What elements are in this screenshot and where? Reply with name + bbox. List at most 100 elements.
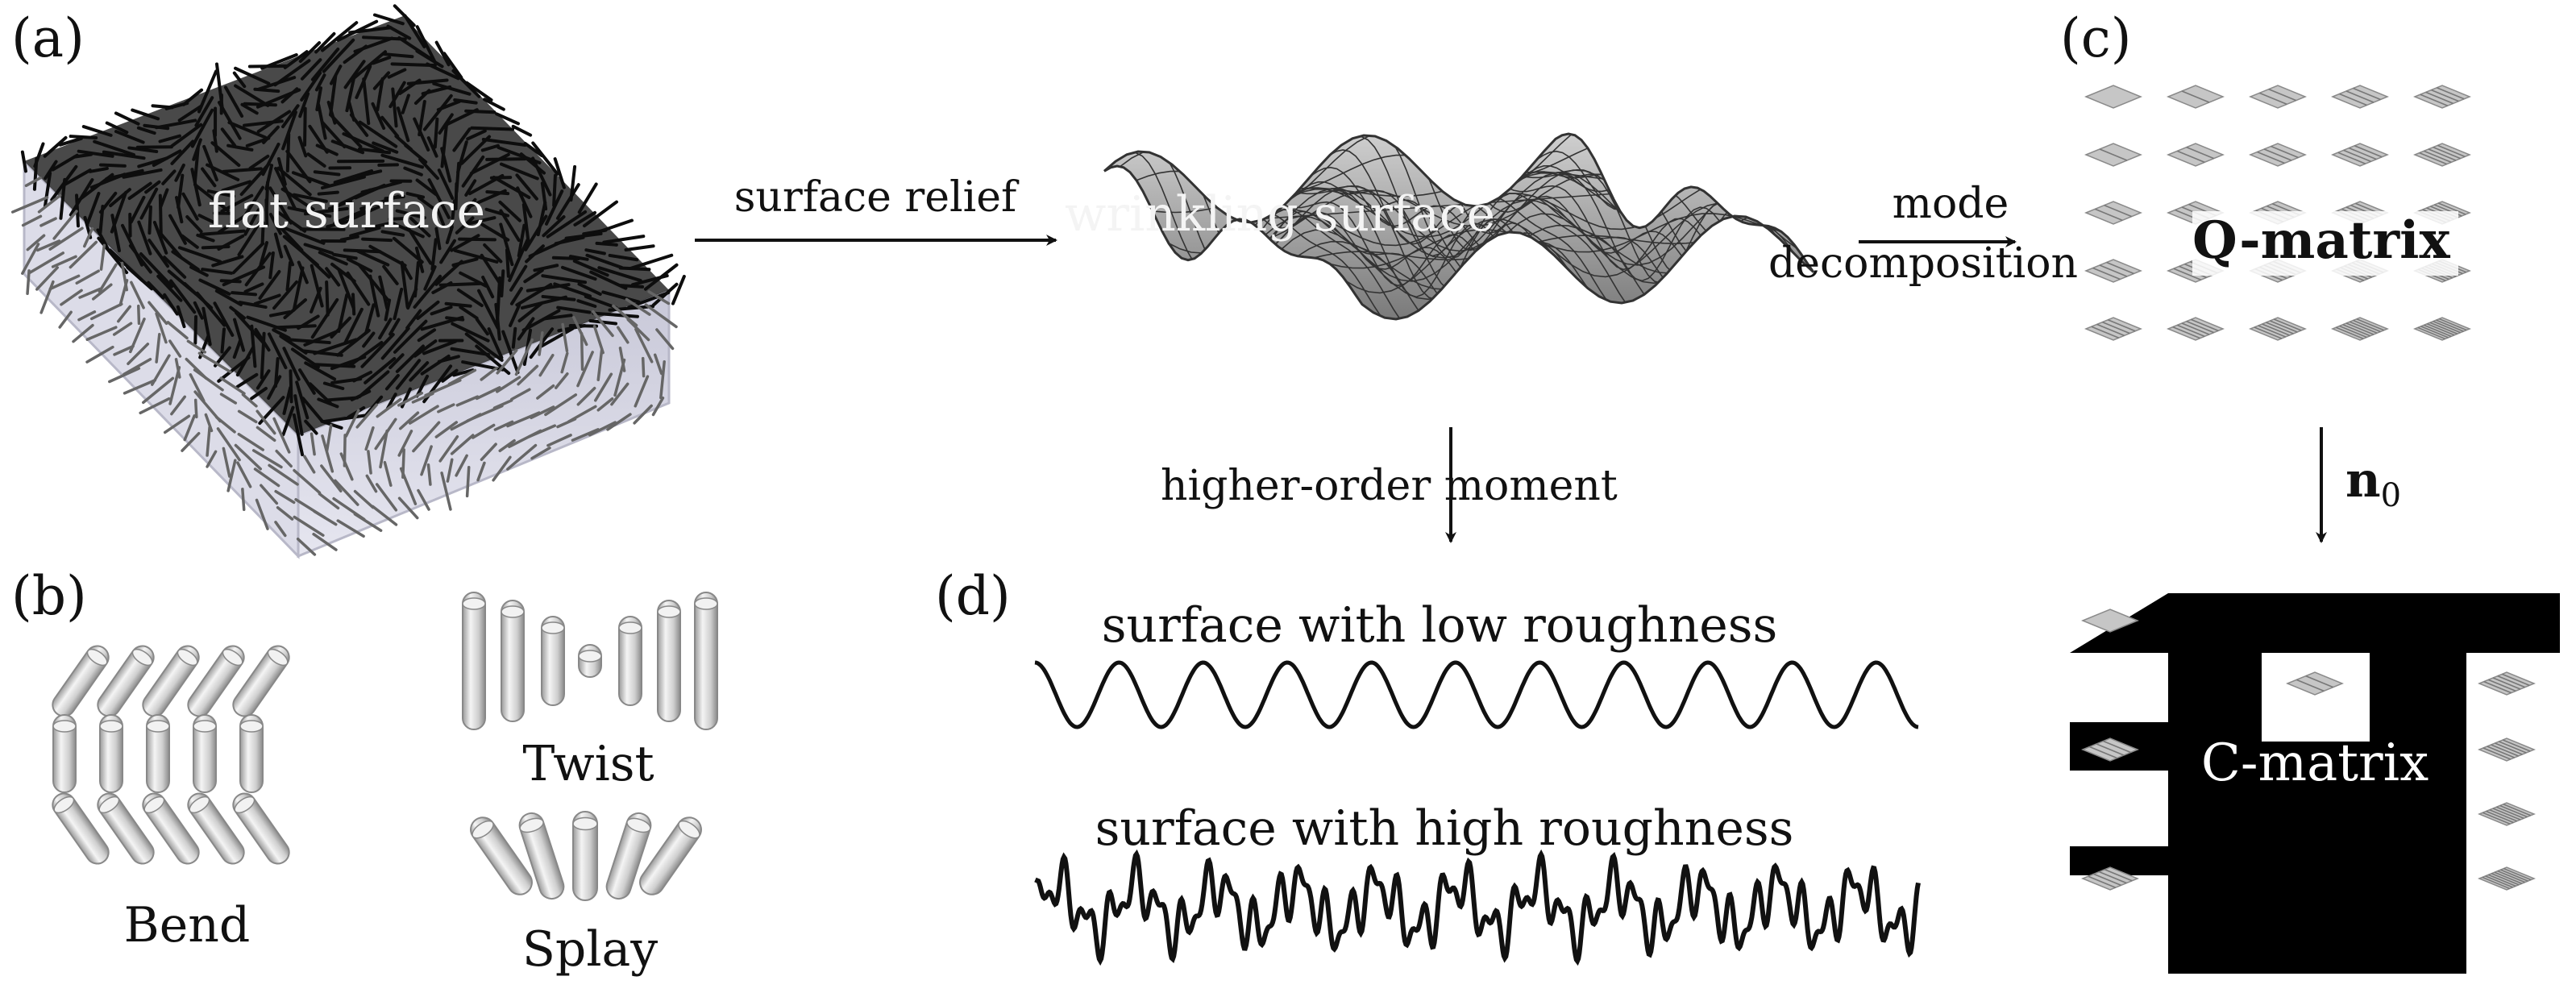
director-rod [110, 214, 122, 253]
director-rod [158, 193, 163, 238]
director-rod [161, 169, 177, 185]
q-mode-tile [2413, 143, 2471, 167]
director-rod [220, 127, 237, 147]
director-rod [455, 454, 468, 477]
mode-tile-ridge [2337, 152, 2366, 164]
rod-cap [657, 605, 681, 618]
director-rod [268, 463, 299, 486]
director-rod [629, 253, 674, 270]
rod-cap [98, 796, 120, 814]
director-rod [199, 229, 246, 236]
director-rod [492, 175, 531, 199]
surface-relief-label: surface relief [734, 173, 1020, 222]
director-rod [130, 280, 145, 310]
n0-label: n0 [2345, 452, 2401, 514]
director-rod [272, 417, 291, 454]
mode-tile-ridge [2492, 808, 2521, 821]
director-rod [576, 351, 594, 388]
director-rod [567, 405, 597, 423]
director-rod [577, 282, 602, 296]
director-rod [120, 261, 128, 292]
rod [501, 600, 525, 722]
director-rod [152, 149, 182, 168]
mode-tile-ridge [2419, 152, 2447, 165]
rod-body [605, 812, 652, 900]
director-rod [633, 404, 653, 425]
director-rod [312, 532, 338, 551]
director-rod [226, 143, 254, 152]
director-rod [560, 265, 597, 281]
director-rod [262, 125, 280, 144]
rod-cap [131, 648, 153, 667]
director-rod [418, 157, 439, 181]
director-rod [131, 108, 160, 121]
director-rod [51, 153, 79, 172]
director-rod [48, 226, 84, 251]
director-rod [401, 93, 410, 114]
rod-body [657, 600, 681, 722]
director-rod [531, 141, 559, 176]
director-rod [625, 297, 651, 316]
director-rod [147, 239, 170, 268]
director-rod [336, 329, 371, 357]
director-rod [634, 327, 654, 364]
director-rod [174, 163, 185, 182]
c-matrix: C-matrix [2070, 593, 2560, 974]
mode-tile-base [2249, 85, 2307, 109]
mode-tile-ridge [2257, 151, 2285, 164]
rod-body [501, 600, 525, 722]
director-rod [253, 293, 281, 305]
director-rod [123, 357, 152, 376]
director-rod [213, 301, 235, 337]
director-rod [555, 183, 580, 220]
mode-tile-ridge [2502, 739, 2531, 752]
director-rod [235, 345, 256, 377]
director-rod [320, 464, 343, 492]
rod-body [518, 812, 565, 900]
director-rod [517, 223, 526, 258]
director-rod [511, 124, 533, 137]
director-field-top [20, 4, 686, 457]
mode-tile-ridge [2487, 746, 2516, 758]
mode-tile-ridge [2438, 318, 2467, 331]
director-rod [339, 235, 359, 242]
rod-cap [52, 720, 77, 733]
director-rod [397, 391, 424, 407]
director-rod [523, 268, 544, 284]
rod-cap [234, 796, 256, 814]
director-rod [481, 138, 527, 147]
director-rod [505, 248, 510, 278]
mode-tile-ridge [2353, 87, 2381, 101]
rod [657, 600, 681, 722]
director-rod [450, 347, 490, 356]
c-mode-tile [2081, 737, 2139, 762]
director-rod [405, 309, 422, 330]
mode-tile-ridge [2186, 320, 2214, 334]
director-rod [499, 222, 514, 267]
director-rod [480, 366, 498, 381]
mode-tile-ridge [2420, 326, 2449, 339]
rod [52, 714, 77, 793]
panel-a: flat surface (a) [10, 4, 686, 559]
rod [232, 792, 290, 865]
mode-tile-ridge [2103, 740, 2131, 754]
mode-tile-ridge [2433, 320, 2461, 334]
director-rod [260, 221, 265, 245]
director-rod [69, 135, 98, 139]
director-rod [26, 269, 31, 295]
director-rod [102, 150, 146, 160]
director-rod [342, 132, 384, 153]
director-rod [159, 188, 169, 209]
director-rod [508, 303, 521, 327]
director-rod [360, 180, 403, 194]
director-rod [415, 374, 430, 398]
director-rod [273, 324, 317, 330]
director-rod [226, 459, 237, 492]
director-rod [214, 415, 236, 434]
mesh-line [1232, 188, 1685, 222]
director-rod [413, 339, 438, 358]
director-rod [395, 209, 426, 220]
director-rod [317, 190, 339, 196]
director-rod [281, 405, 295, 437]
director-rod [643, 263, 679, 291]
